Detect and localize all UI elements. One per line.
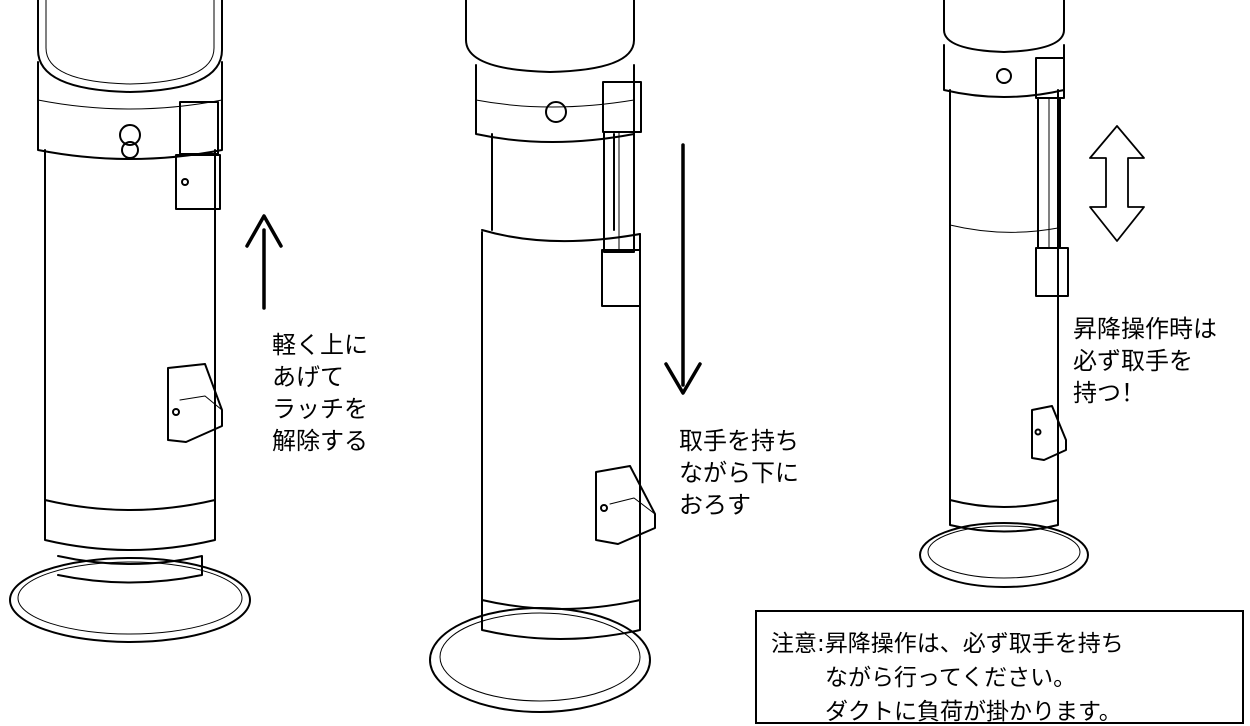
duct-3-base-plate-inner xyxy=(927,525,1081,579)
up-arrow xyxy=(245,214,283,310)
duct-2-latch-block xyxy=(602,81,642,133)
caption-line: 必ず取手を xyxy=(1073,347,1193,375)
caption-line: 持つ！ xyxy=(1073,379,1145,407)
duct-1-knob xyxy=(119,124,141,146)
duct-1-handle-inner xyxy=(179,395,223,411)
caption-line: 昇降操作時は xyxy=(1073,315,1217,343)
caution-note-box: 注意:昇降操作は、必ず取手を持ち ながら行ってください。 ダクトに負荷が掛かりま… xyxy=(755,610,1244,725)
duct-2-base-plate xyxy=(429,607,651,713)
duct-1-latch-block xyxy=(179,101,219,155)
caption-line: 取手を持ち xyxy=(679,427,799,455)
duct-3-bottom-ring xyxy=(949,499,1059,533)
duct-1-bottom-ring xyxy=(44,499,216,551)
duct-3-handle-screw xyxy=(1034,428,1042,436)
caption-lower-while-holding: 取手を持ち ながら下に おろす xyxy=(679,425,799,521)
duct-2-base-plate-inner xyxy=(439,612,641,702)
duct-3-base-plate xyxy=(919,522,1089,588)
caution-label: 注意: xyxy=(771,631,825,657)
duct-2-collar xyxy=(475,64,635,143)
caption-release-latch: 軽く上に あげて ラッチを 解除する xyxy=(272,329,368,457)
duct-3 xyxy=(919,0,1089,588)
duct-1-handle xyxy=(167,363,223,443)
duct-1-latch-screw xyxy=(181,178,189,186)
duct-2-upper-body xyxy=(491,133,615,231)
caption-line: ながら下に xyxy=(679,459,799,487)
duct-1-latch-lower xyxy=(175,154,221,210)
duct-1-knob-top xyxy=(121,141,139,159)
caption-line: あげて xyxy=(272,363,344,391)
up-down-double-arrow xyxy=(1089,125,1145,242)
duct-2 xyxy=(429,0,656,713)
duct-1 xyxy=(9,0,251,643)
duct-3-handle xyxy=(1031,405,1067,461)
duct-3-joint xyxy=(949,224,1059,233)
duct-1-body xyxy=(44,149,216,501)
caption-line: ラッチを xyxy=(272,395,368,423)
duct-3-upper-cap xyxy=(943,0,1065,53)
duct-2-latch-lower xyxy=(601,249,641,307)
duct-2-joint xyxy=(481,229,641,243)
duct-2-handle-inner xyxy=(609,497,656,515)
caption-hold-handle: 昇降操作時は 必ず取手を 持つ！ xyxy=(1073,313,1217,409)
duct-1-upper-cap xyxy=(37,0,223,93)
caption-line: 軽く上に xyxy=(272,331,368,359)
caption-line: 解除する xyxy=(272,427,368,455)
duct-2-handle xyxy=(595,465,656,545)
duct-1-bottom-neck xyxy=(57,555,203,584)
caution-text-line: ダクトに負荷が掛かります。 xyxy=(825,699,1122,725)
down-arrow xyxy=(664,143,702,395)
duct-2-upper-cap xyxy=(465,0,635,73)
duct-1-upper-cap-inner xyxy=(45,0,215,85)
caution-text-line: ながら行ってください。 xyxy=(825,665,1077,691)
duct-1-base-plate-inner xyxy=(17,561,243,635)
caution-note-first-line: 注意:昇降操作は、必ず取手を持ち xyxy=(771,624,1124,658)
duct-2-collar-line xyxy=(475,99,635,108)
caution-text-line: 昇降操作は、必ず取手を持ち xyxy=(824,631,1124,657)
duct-3-latch-lower xyxy=(1035,247,1069,297)
duct-2-lower-body xyxy=(481,231,641,601)
duct-1-collar-line xyxy=(37,99,223,110)
duct-3-knob xyxy=(996,68,1012,84)
caption-line: おろす xyxy=(679,491,751,519)
duct-1-base-plate xyxy=(9,557,251,643)
duct-2-handle-screw xyxy=(600,504,608,512)
duct-2-bottom-ring xyxy=(481,599,641,640)
duct-2-knob xyxy=(545,101,567,123)
duct-1-handle-screw xyxy=(172,408,180,416)
